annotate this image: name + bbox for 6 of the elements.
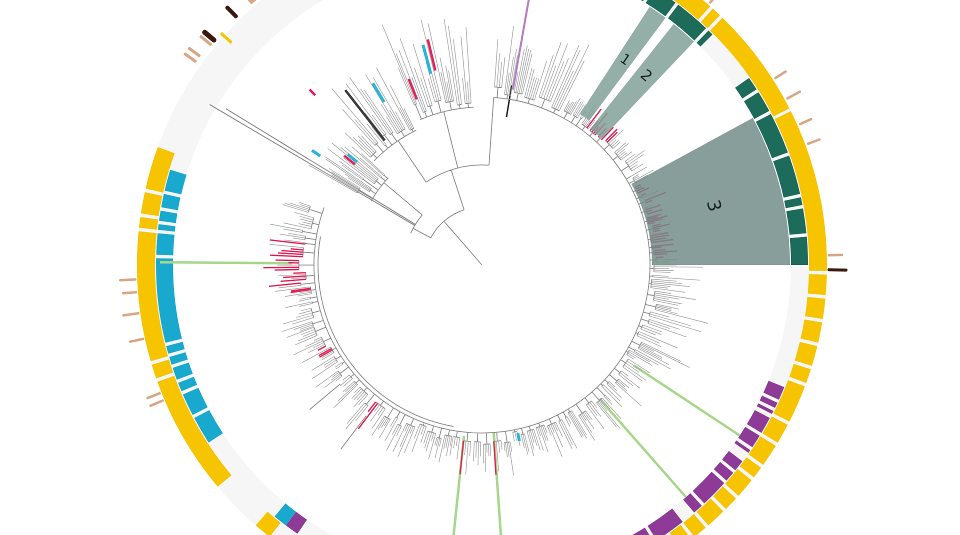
clade-number: 1 (617, 51, 632, 68)
clade-number: 3 (702, 198, 723, 214)
highlighted-clade-wedge (631, 118, 790, 265)
highlighted-clade-wedge (580, 6, 666, 121)
highlighted-clade-wedge (590, 23, 695, 139)
clade-number: 2 (637, 68, 655, 86)
